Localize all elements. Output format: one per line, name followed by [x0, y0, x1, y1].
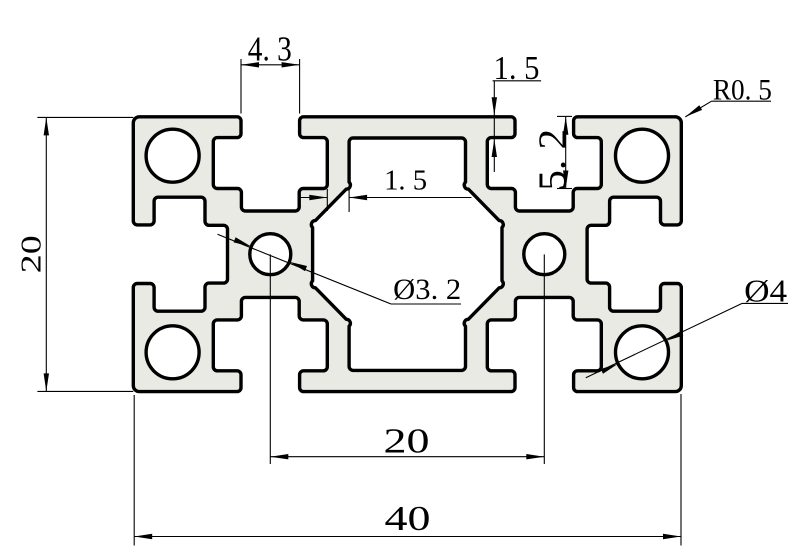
svg-text:Ø3. 2: Ø3. 2	[393, 273, 461, 306]
svg-text:20: 20	[17, 235, 48, 273]
svg-text:1. 5: 1. 5	[494, 50, 540, 87]
svg-text:4. 3: 4. 3	[248, 29, 292, 68]
svg-text:R0. 5: R0. 5	[713, 73, 772, 106]
svg-text:20: 20	[384, 422, 430, 461]
svg-text:Ø4: Ø4	[744, 273, 787, 309]
svg-text:5. 2: 5. 2	[531, 129, 574, 191]
svg-text:40: 40	[385, 499, 431, 538]
svg-text:1. 5: 1. 5	[384, 166, 427, 197]
